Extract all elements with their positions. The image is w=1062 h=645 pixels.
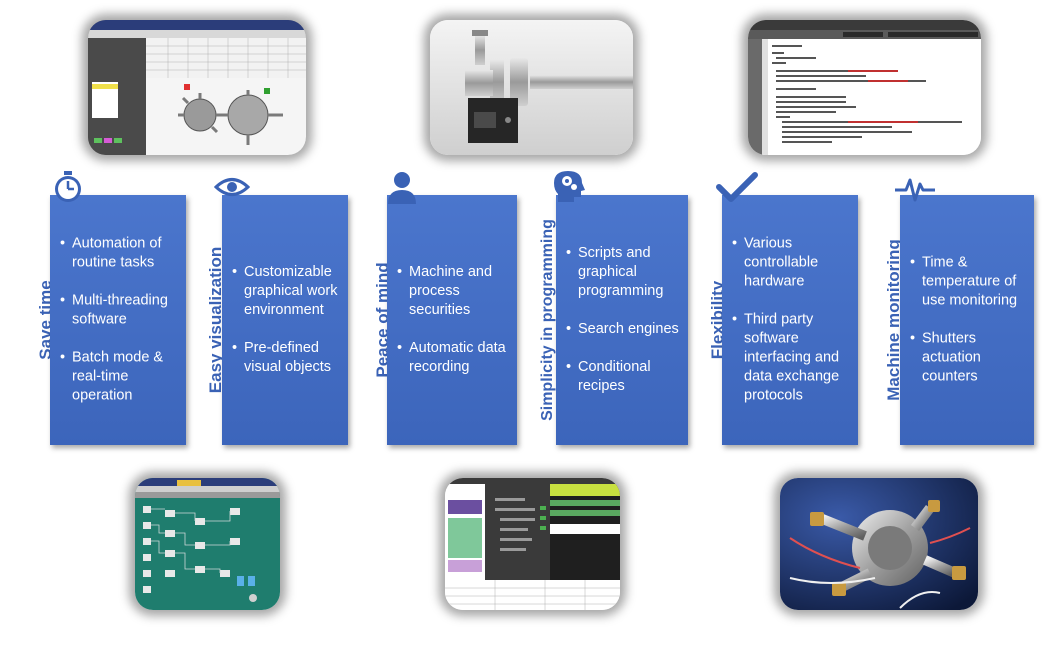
- feature-item: Multi-threading software: [60, 292, 180, 330]
- feature-item: Shutters actuation counters: [910, 330, 1028, 387]
- feature-column-machine-monitoring: Machine monitoring Time & temperature of…: [876, 195, 1034, 445]
- feature-item: Scripts and graphical programming: [566, 244, 682, 301]
- feature-box: Customizable graphical work environment …: [222, 195, 348, 445]
- feature-box: Scripts and graphical programming Search…: [556, 195, 688, 445]
- feature-box: Various controllable hardware Third part…: [722, 195, 858, 445]
- feature-column-peace-of-mind: Peace of mind Machine and process securi…: [365, 195, 517, 445]
- software-screenshot-image: [88, 20, 306, 155]
- feature-column-save-time: Save time Automation of routine tasks Mu…: [28, 195, 186, 445]
- checkmark-icon: [716, 172, 758, 202]
- recipe-editor-screenshot-image: [445, 478, 620, 610]
- feature-item: Pre-defined visual objects: [232, 339, 342, 377]
- person-icon: [388, 172, 416, 204]
- head-gears-icon: [554, 171, 585, 202]
- feature-box: Machine and process securities Automatic…: [387, 195, 517, 445]
- feature-item: Machine and process securities: [397, 263, 511, 320]
- feature-item: Time & temperature of use monitoring: [910, 254, 1028, 311]
- feature-item: Customizable graphical work environment: [232, 263, 342, 320]
- feature-item: Third party software interfacing and dat…: [732, 311, 852, 406]
- code-editor-image: [748, 20, 981, 155]
- feature-item: Conditional recipes: [566, 358, 682, 396]
- eye-icon: [214, 178, 250, 196]
- heartbeat-icon: [895, 178, 935, 202]
- feature-column-flexibility: Flexibility Various controllable hardwar…: [700, 195, 858, 445]
- stopwatch-icon: [55, 171, 81, 202]
- feature-box: Automation of routine tasks Multi-thread…: [50, 195, 186, 445]
- hardware-photo-image: [430, 20, 633, 155]
- feature-item: Various controllable hardware: [732, 235, 852, 292]
- feature-item: Search engines: [566, 320, 682, 339]
- feature-item: Automatic data recording: [397, 339, 511, 377]
- feature-box: Time & temperature of use monitoring Shu…: [900, 195, 1034, 445]
- feature-item: Batch mode & real-time operation: [60, 349, 180, 406]
- process-flow-screenshot-image: [135, 478, 280, 610]
- feature-column-easy-visualization: Easy visualization Customizable graphica…: [198, 195, 348, 445]
- feature-item: Automation of routine tasks: [60, 235, 180, 273]
- vacuum-chamber-photo-image: [780, 478, 978, 610]
- feature-column-simplicity-in-programming: Simplicity in programming Scripts and gr…: [530, 195, 688, 445]
